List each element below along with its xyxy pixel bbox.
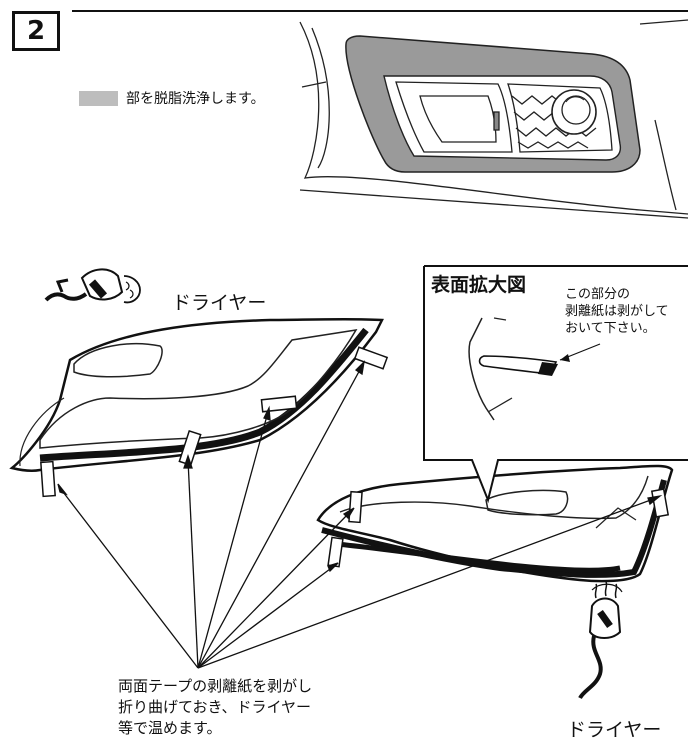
step-number: 2 — [12, 11, 60, 51]
zoom-note-line: 剥離紙は剥がして — [565, 304, 669, 319]
leader-arrows — [57, 360, 663, 669]
zoom-box — [423, 265, 688, 504]
dryer-label-bottom: ドライヤー — [567, 719, 662, 741]
instruction-line: 折り曲げておき、ドライヤー — [118, 698, 312, 716]
hot-air-icon — [578, 581, 623, 700]
instruction-line: 等で温めます。 — [118, 719, 222, 737]
right-garnish — [316, 464, 674, 583]
dryer-label-top: ドライヤー — [172, 292, 267, 314]
bumper-illustration — [299, 19, 689, 219]
zoom-note-line: おいて下さい。 — [565, 321, 656, 336]
zoom-note-line: この部分の — [565, 287, 631, 302]
hair-dryer-icon — [44, 268, 141, 304]
zoom-title: 表面拡大図 — [431, 274, 527, 296]
legend-swatch — [79, 91, 118, 106]
instruction-line: 両面テープの剥離紙を剥がし — [118, 677, 313, 695]
left-garnish — [9, 317, 389, 498]
degrease-instruction: 部を脱脂洗浄します。 — [126, 91, 265, 107]
